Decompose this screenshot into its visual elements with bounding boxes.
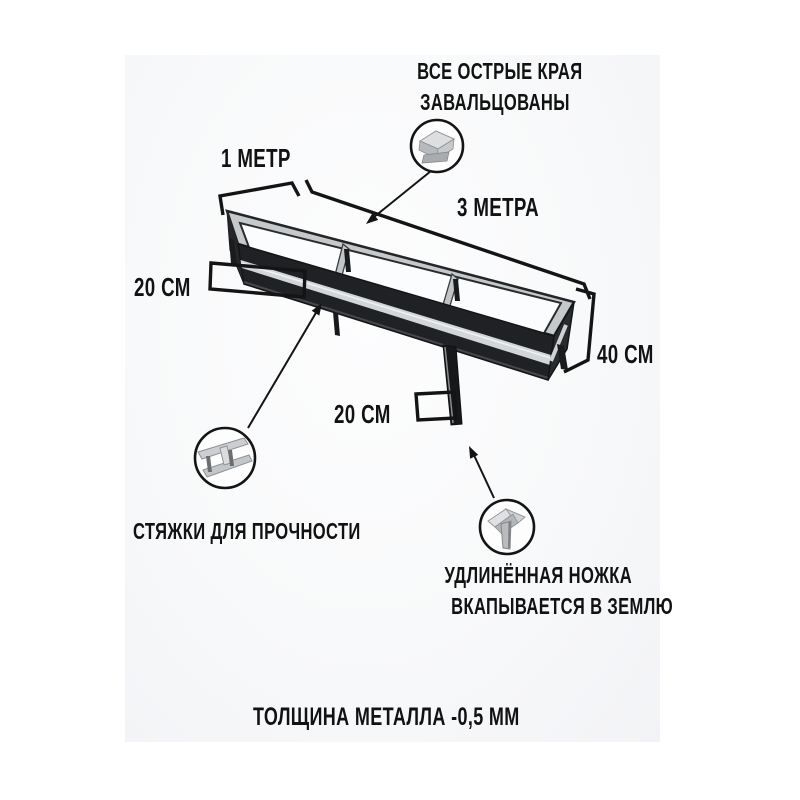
dimension-20cm-side-box <box>208 261 307 299</box>
front-wall-bottom-edge <box>243 281 549 379</box>
leg-note-line-2: ВКАПЫВАЕТСЯ В ЗЕМЛЮ <box>451 593 674 619</box>
cross-ties-icon-leg-1 <box>206 456 212 472</box>
extended-leg-icon <box>478 498 536 556</box>
extended-leg-highlight <box>444 346 454 424</box>
garden-bed-frame <box>225 209 576 426</box>
dimension-40cm-bracket <box>563 287 596 374</box>
edges-note-line-1: ВСЕ ОСТРЫЕ КРАЯ <box>417 58 583 84</box>
ties-note: СТЯЖКИ ДЛЯ ПРОЧНОСТИ <box>133 518 361 544</box>
front-leg-spike-1 <box>333 312 340 336</box>
dimension-20cm-side-label: 20 СМ <box>134 272 191 302</box>
dimension-40cm-label: 40 СМ <box>597 339 654 369</box>
back-leg-spike-1 <box>344 249 351 272</box>
rolled-edge-arrow <box>366 170 432 224</box>
dimension-1m-label: 1 МЕТР <box>221 143 291 173</box>
left-corner-leg <box>229 238 237 266</box>
rolled-edge-icon <box>409 118 465 174</box>
cross-ties-icon <box>193 426 257 490</box>
leg-note-line-1: УДЛИНЁННАЯ НОЖКА <box>444 562 633 588</box>
dimension-3m-label: 3 МЕТРА <box>457 192 540 222</box>
leg-arrow <box>469 446 495 499</box>
dimension-20cm-leg-label: 20 СМ <box>334 399 391 429</box>
leg-note: УДЛИНЁННАЯ НОЖКА ВКАПЫВАЕТСЯ В ЗЕМЛЮ <box>408 560 674 622</box>
extended-front-leg <box>442 344 463 426</box>
thickness-note: ТОЛЩИНА МЕТАЛЛА -0,5 ММ <box>253 703 520 731</box>
edges-note: ВСЕ ОСТРЫЕ КРАЯ ЗАВАЛЬЦОВАНЫ <box>385 56 605 118</box>
product-photo-card <box>125 55 660 742</box>
front-wall-highlight <box>240 262 551 359</box>
back-leg-spike-2 <box>453 279 460 301</box>
ties-arrow <box>247 303 322 429</box>
right-leg <box>557 344 568 370</box>
cross-ties-icon-leg-2 <box>228 450 234 466</box>
right-wall-stripe <box>549 324 568 362</box>
edges-note-line-2: ЗАВАЛЬЦОВАНЫ <box>420 89 570 115</box>
dimension-1m-bracket <box>218 181 301 216</box>
dimension-20cm-leg-box <box>414 390 458 422</box>
